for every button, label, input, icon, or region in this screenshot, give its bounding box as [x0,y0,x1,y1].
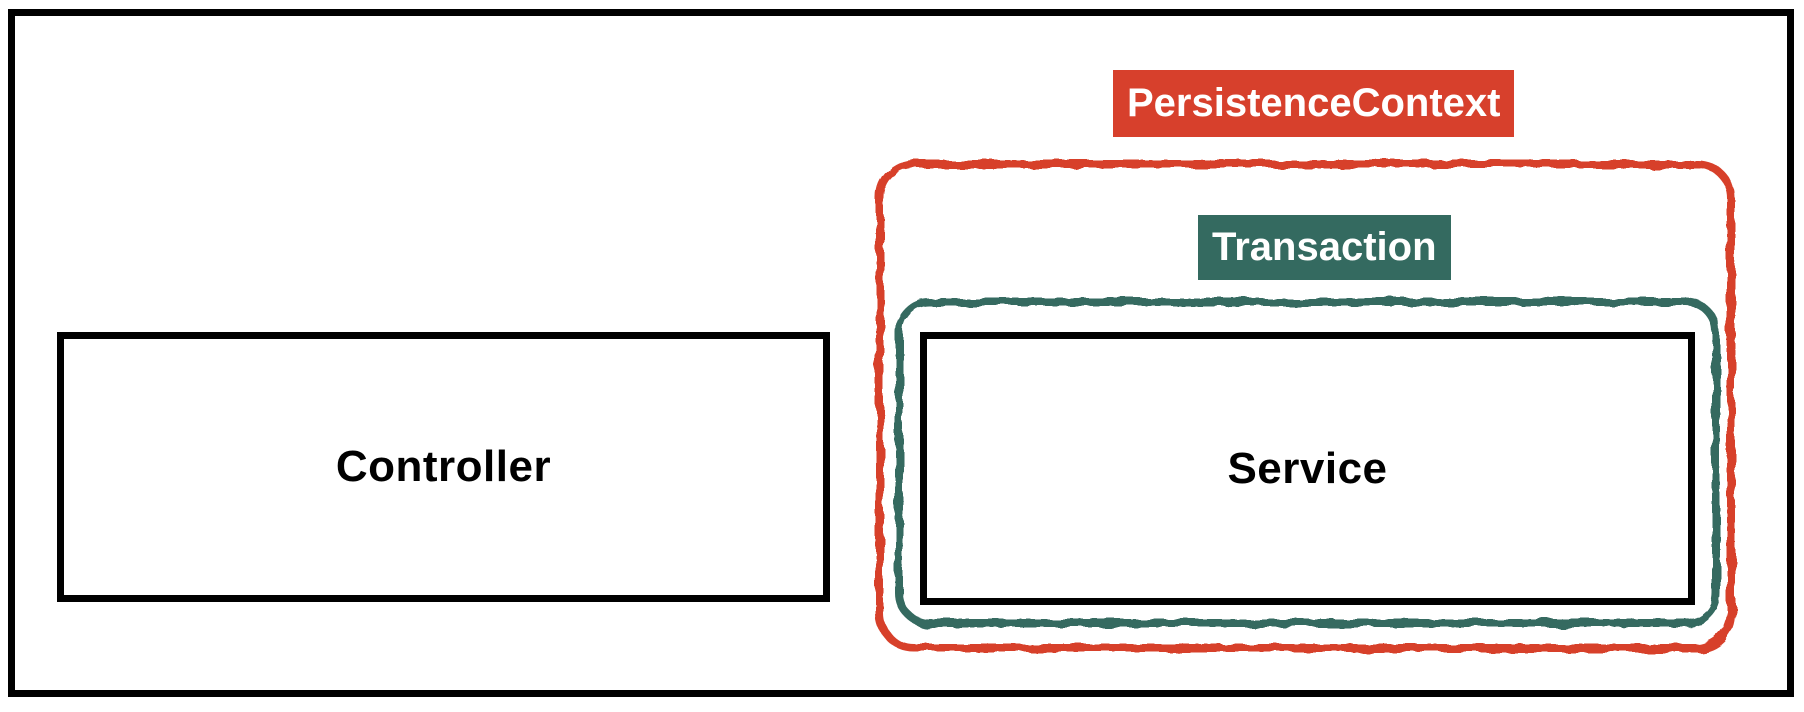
outer-frame [8,9,1794,697]
controller-label: Controller [335,442,552,491]
controller-box: Controller [57,332,830,602]
persistence-context-label: PersistenceContext [1113,70,1515,137]
service-box: Service [920,332,1695,605]
service-label: Service [1227,443,1388,493]
transaction-label: Transaction [1198,215,1451,280]
